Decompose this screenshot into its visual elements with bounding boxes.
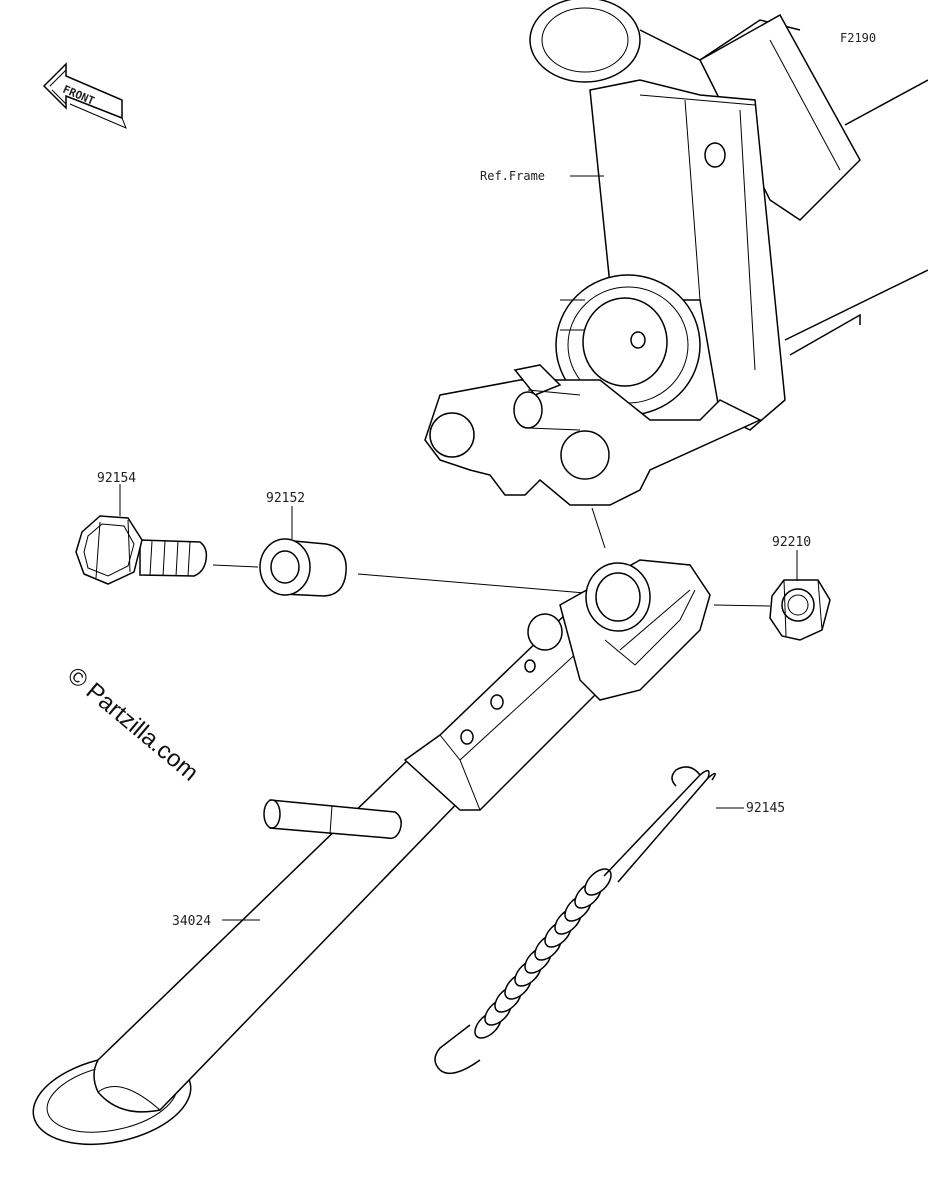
collar-92152 xyxy=(259,538,347,597)
label-92145: 92145 xyxy=(746,801,785,816)
side-stand-34024 xyxy=(32,559,711,1146)
figure-code: F2190 xyxy=(840,31,876,45)
front-arrow-icon: FRONT xyxy=(42,62,127,129)
watermark: © Partzilla.com xyxy=(62,662,203,787)
reference-frame-label: Ref.Frame xyxy=(480,169,545,183)
label-34024: 34024 xyxy=(172,914,211,929)
spring-92145 xyxy=(434,766,716,1075)
label-92152: 92152 xyxy=(266,491,305,506)
label-92154: 92154 xyxy=(97,471,136,486)
label-92210: 92210 xyxy=(772,535,811,550)
bolt-92154 xyxy=(75,515,208,585)
frame-reference xyxy=(424,0,928,506)
nut-92210 xyxy=(769,579,831,641)
